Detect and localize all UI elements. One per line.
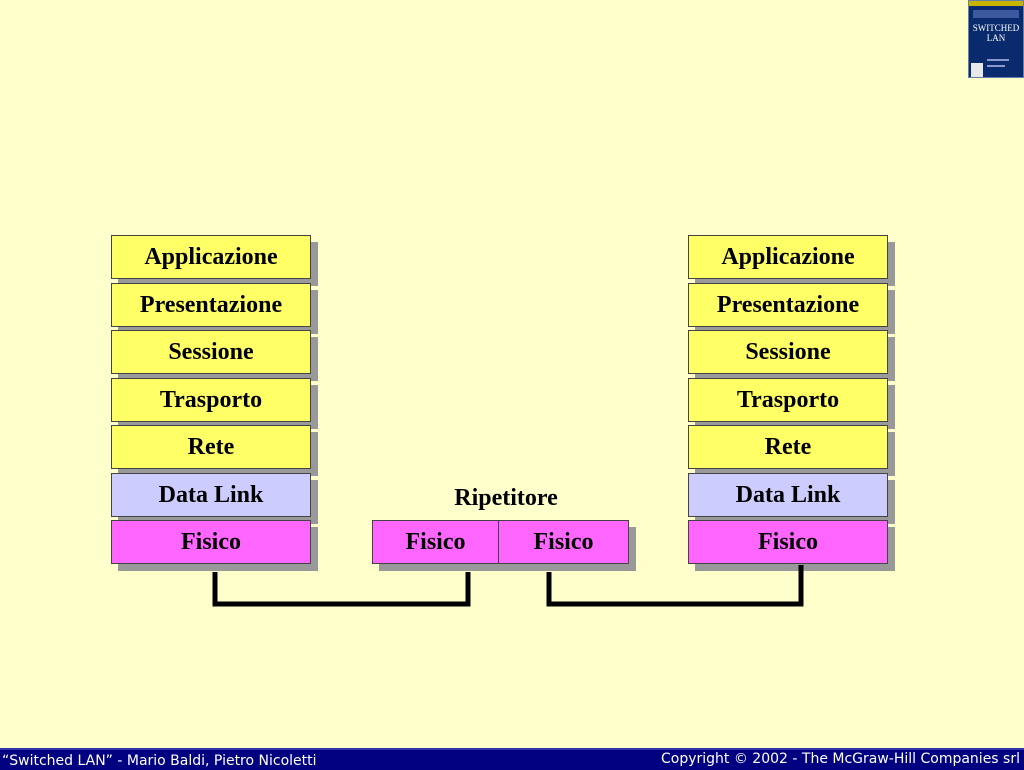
book-cover-band	[969, 1, 1023, 6]
footer-copyright: Copyright © 2002 - The McGraw-Hill Compa…	[661, 751, 1020, 767]
publisher-logo-icon	[971, 63, 983, 77]
footer-book-credit: “Switched LAN” - Mario Baldi, Pietro Nic…	[2, 753, 317, 769]
book-cover-title: SWITCHED LAN	[972, 23, 1020, 43]
book-cover-authors	[973, 10, 1019, 18]
repeater-label: Ripetitore	[454, 485, 558, 511]
right-layer-rete: Rete	[688, 425, 888, 469]
cable-left	[212, 572, 471, 607]
repeater-port-right: Fisico	[498, 520, 629, 564]
right-layer-applicazione: Applicazione	[688, 235, 888, 279]
left-layer-trasporto: Trasporto	[111, 378, 311, 422]
book-cover-text	[987, 59, 1009, 61]
right-layer-fisico: Fisico	[688, 520, 888, 564]
book-cover-image: SWITCHED LAN	[968, 0, 1024, 78]
book-cover-text	[987, 65, 1005, 67]
left-layer-rete: Rete	[111, 425, 311, 469]
right-layer-trasporto: Trasporto	[688, 378, 888, 422]
repeater-port-left: Fisico	[372, 520, 499, 564]
left-layer-presentazione: Presentazione	[111, 283, 311, 327]
left-layer-fisico: Fisico	[111, 520, 311, 564]
right-layer-data-link: Data Link	[688, 473, 888, 517]
right-layer-sessione: Sessione	[688, 330, 888, 374]
left-layer-data-link: Data Link	[111, 473, 311, 517]
right-layer-presentazione: Presentazione	[688, 283, 888, 327]
left-layer-applicazione: Applicazione	[111, 235, 311, 279]
cable-right	[546, 565, 804, 607]
left-layer-sessione: Sessione	[111, 330, 311, 374]
footer-bar: “Switched LAN” - Mario Baldi, Pietro Nic…	[0, 748, 1024, 770]
